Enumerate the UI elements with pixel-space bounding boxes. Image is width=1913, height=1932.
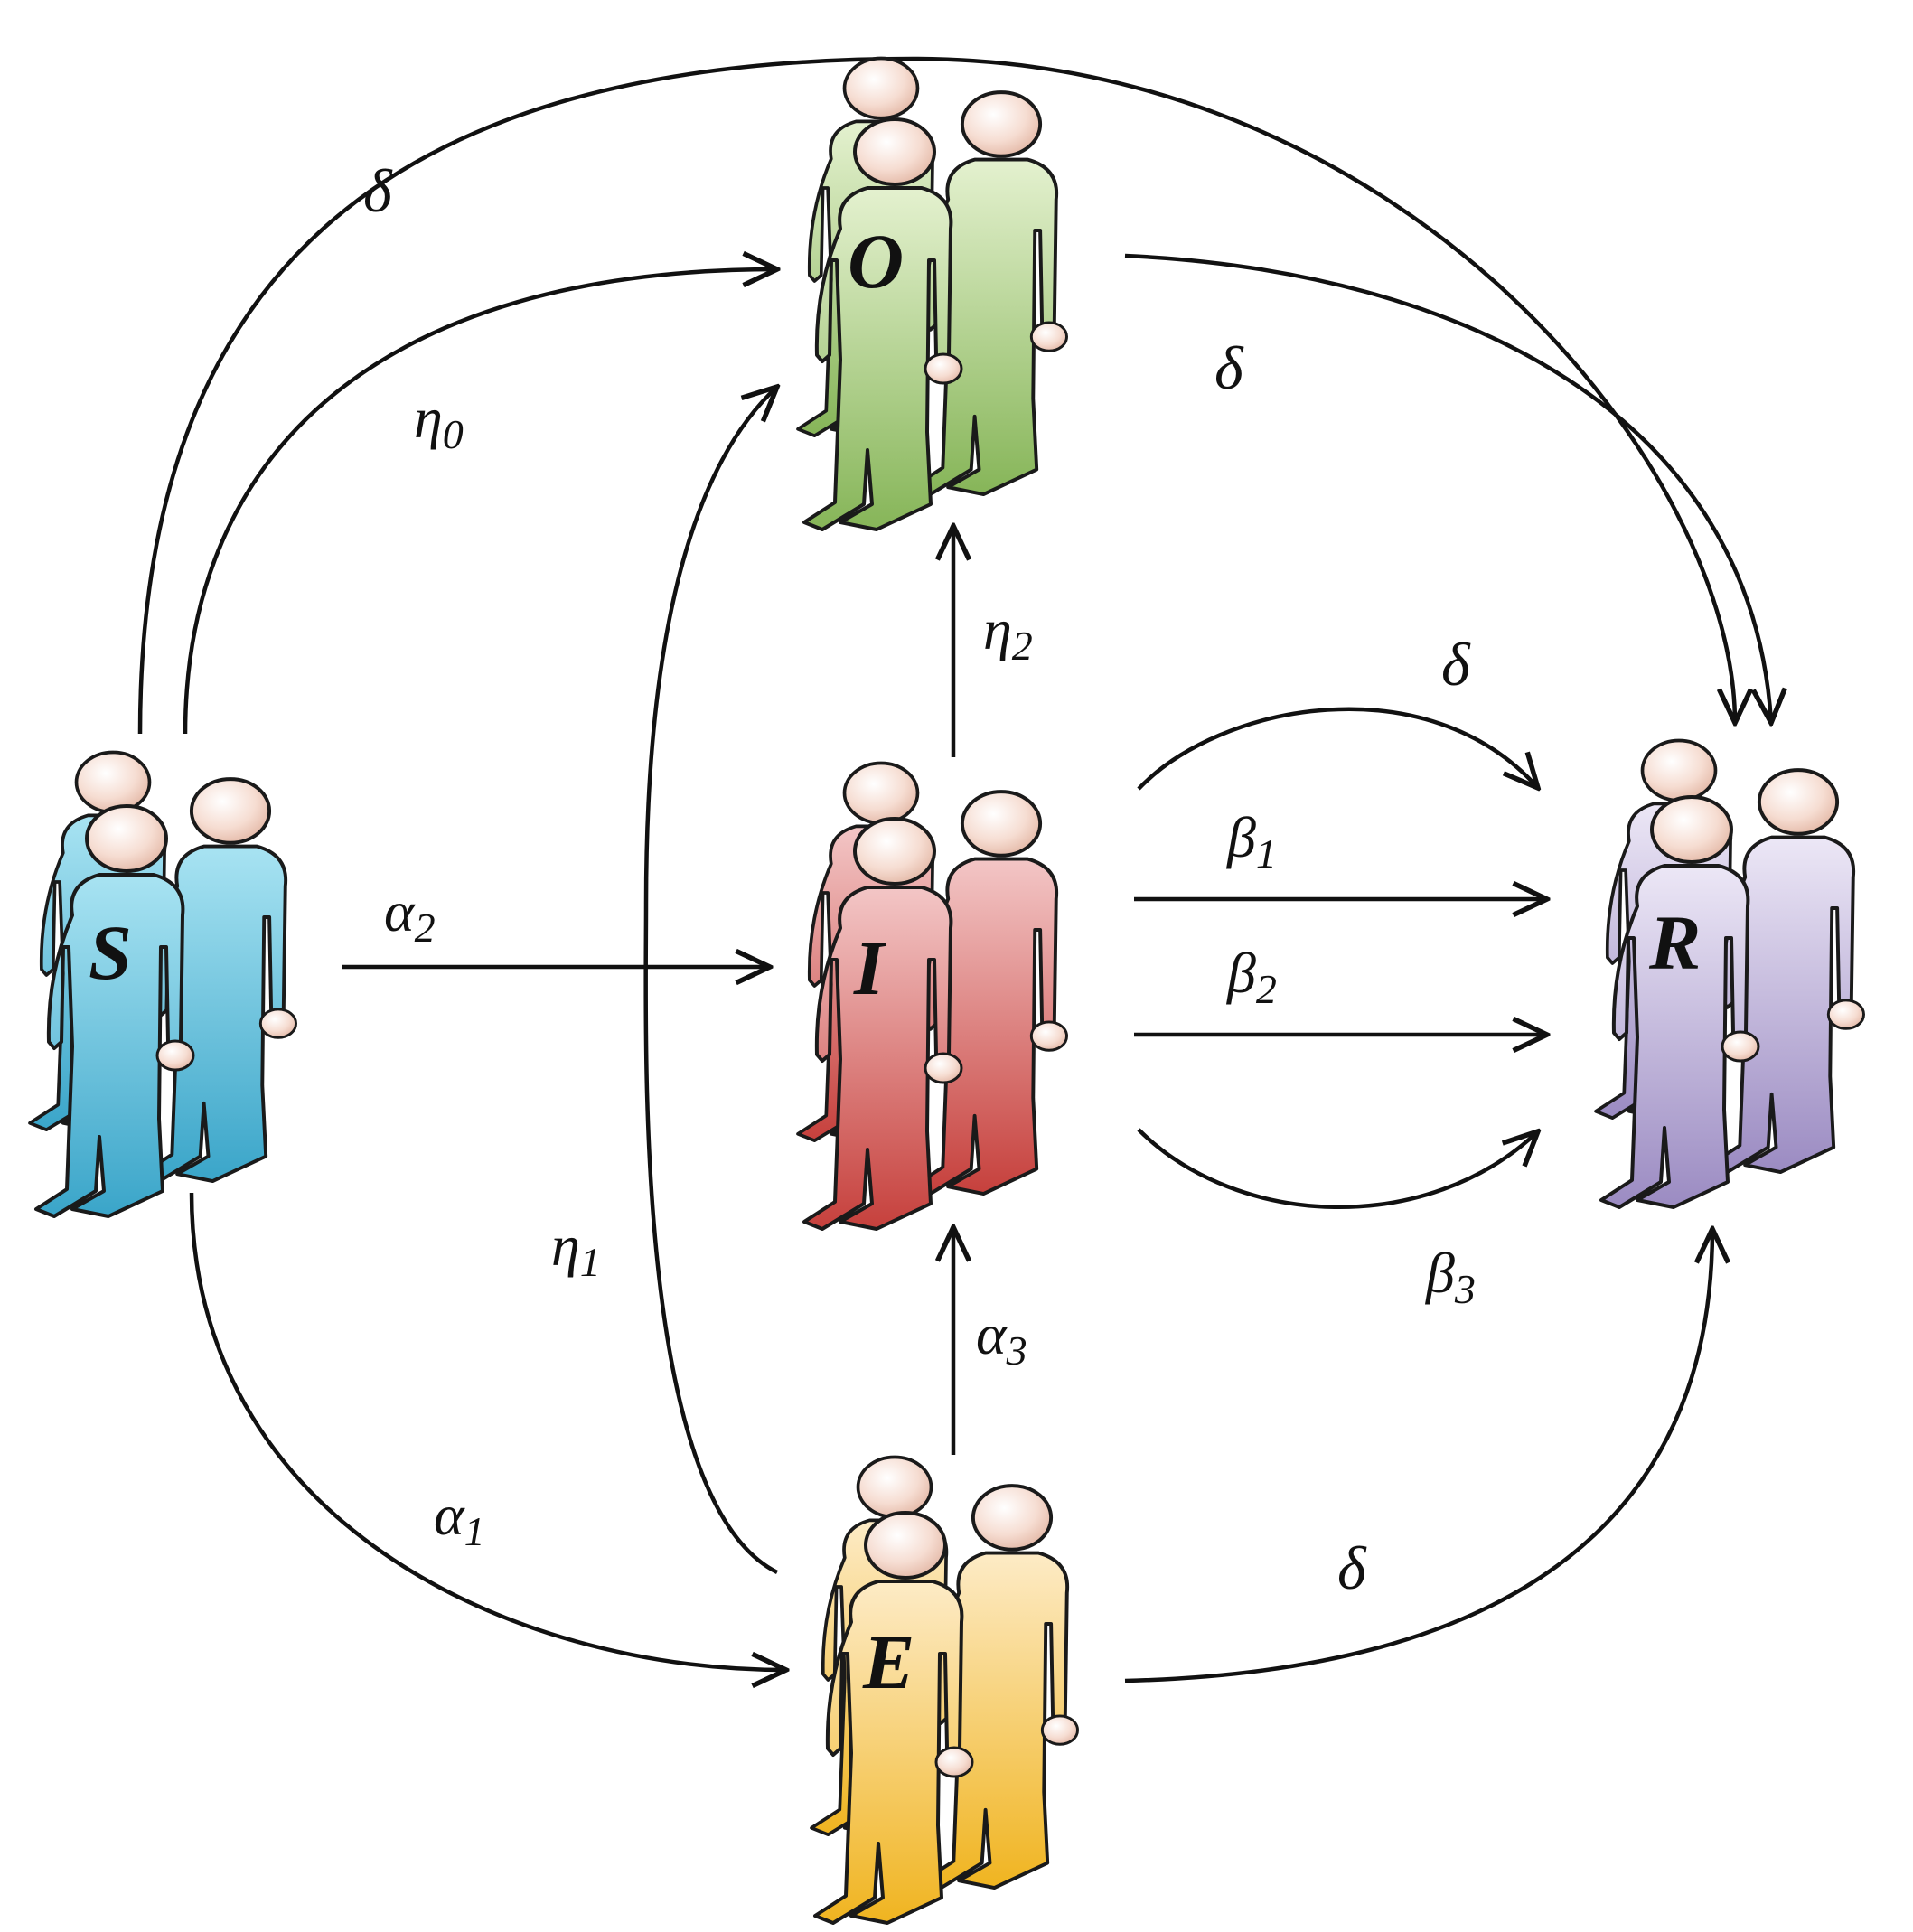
label-alpha2: α2 bbox=[384, 879, 436, 951]
node-o: O bbox=[796, 56, 1069, 531]
label-delta-e-r: δ bbox=[1337, 1533, 1367, 1602]
edge-e-to-o-eta1 bbox=[643, 387, 777, 1575]
node-i: I bbox=[796, 761, 1069, 1231]
edge-i-to-r-delta bbox=[1137, 707, 1538, 789]
node-r: R bbox=[1594, 738, 1866, 1209]
label-delta-i-r: δ bbox=[1441, 630, 1471, 699]
label-beta2: β2 bbox=[1225, 941, 1277, 1012]
node-s: S bbox=[28, 750, 298, 1218]
node-o-figures bbox=[796, 56, 1069, 531]
edge-s-to-e-alpha1 bbox=[189, 1192, 786, 1670]
label-eta1: η1 bbox=[551, 1214, 601, 1285]
label-eta2: η2 bbox=[983, 597, 1033, 669]
label-alpha3: α3 bbox=[976, 1302, 1027, 1374]
node-e-label: E bbox=[862, 1618, 914, 1705]
label-beta3: β3 bbox=[1424, 1241, 1476, 1312]
label-beta1: β1 bbox=[1225, 805, 1277, 877]
node-e: E bbox=[810, 1455, 1080, 1925]
node-o-label: O bbox=[848, 218, 904, 305]
node-i-figures bbox=[796, 761, 1069, 1231]
edge-o-to-r-delta bbox=[1124, 253, 1771, 723]
node-r-label: R bbox=[1648, 899, 1701, 986]
edge-e-to-r-delta bbox=[1124, 1229, 1712, 1683]
label-delta-s-r: δ bbox=[363, 156, 393, 225]
node-s-label: S bbox=[89, 909, 132, 996]
node-s-figures bbox=[28, 750, 298, 1218]
edge-s-to-r-delta bbox=[137, 56, 1735, 735]
label-delta-o-r: δ bbox=[1214, 333, 1244, 402]
node-r-figures bbox=[1594, 738, 1866, 1209]
label-eta0: η0 bbox=[414, 386, 464, 457]
edge-labels: η0 δ δ α2 η1 η2 α1 α3 δ β1 β2 β3 δ bbox=[363, 156, 1476, 1602]
edge-i-to-r-beta3 bbox=[1137, 1130, 1538, 1209]
node-e-figures bbox=[810, 1455, 1080, 1925]
node-i-label: I bbox=[853, 924, 886, 1011]
label-alpha1: α1 bbox=[434, 1483, 485, 1554]
edges bbox=[137, 56, 1771, 1683]
edge-s-to-o-eta0 bbox=[183, 269, 777, 735]
